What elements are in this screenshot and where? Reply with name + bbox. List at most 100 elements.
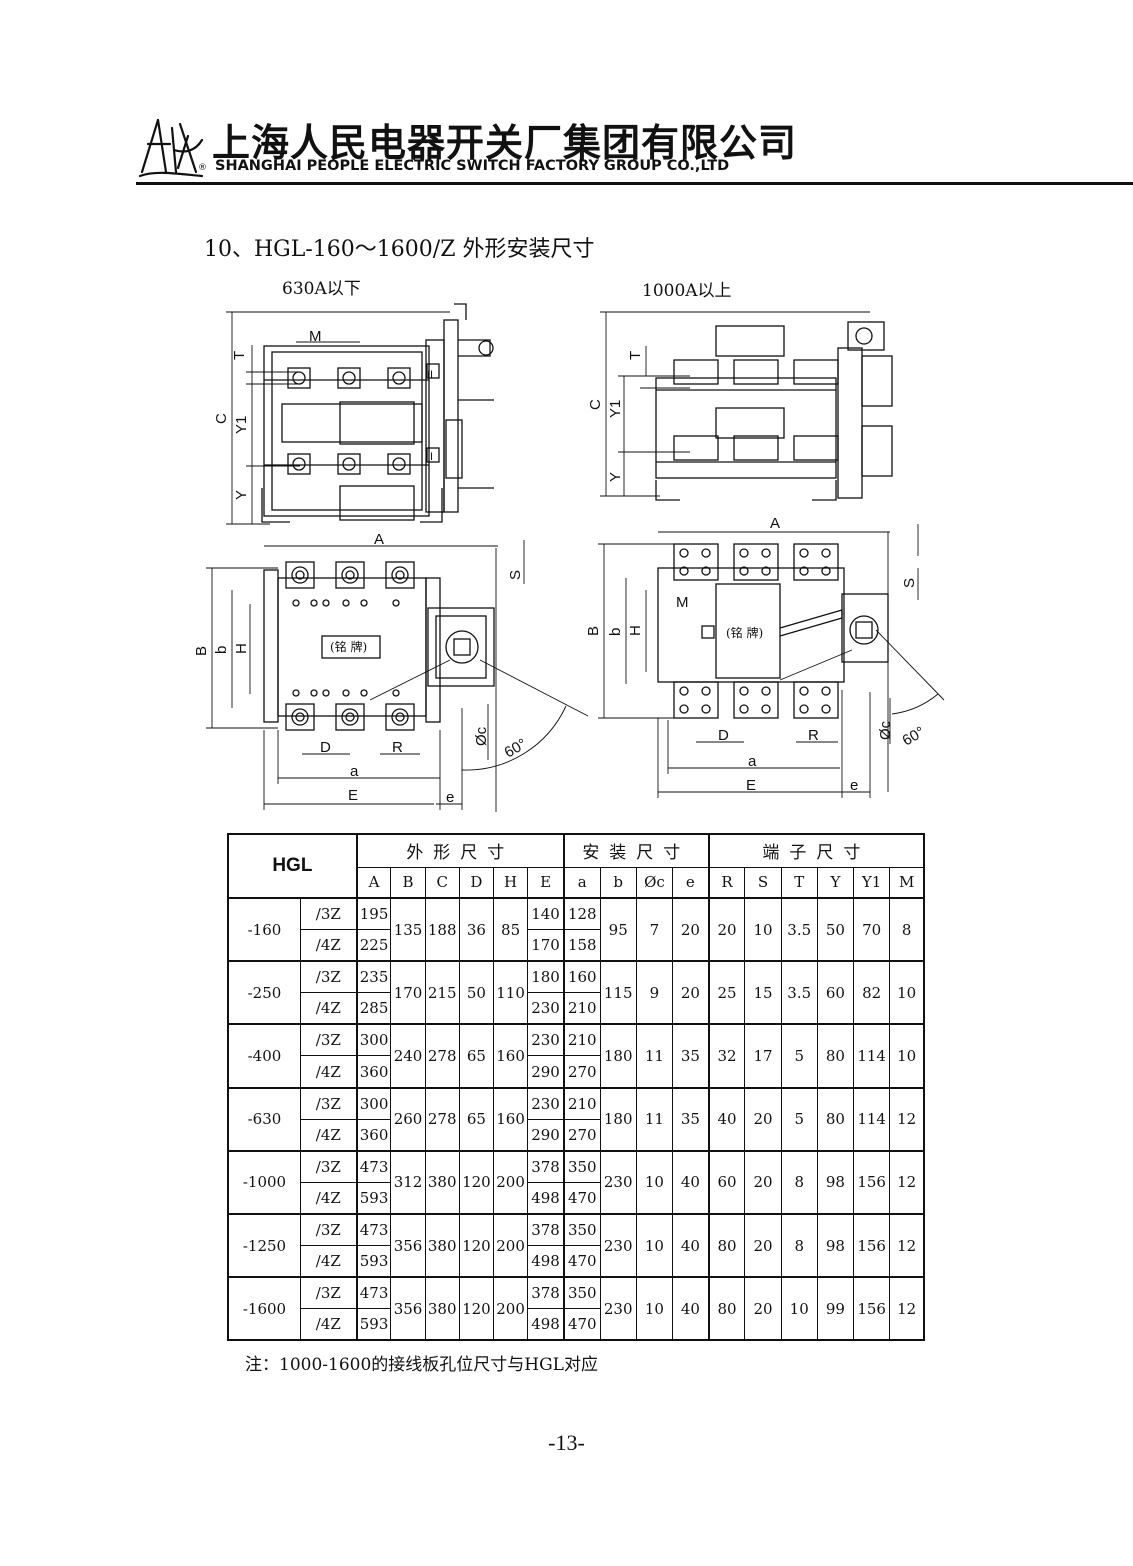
table-cell: 95 xyxy=(599,897,637,963)
table-cell: 10 xyxy=(780,1276,818,1341)
table-cell: /4Z xyxy=(299,1118,358,1152)
column-header: B xyxy=(390,866,426,899)
table-cell: /3Z xyxy=(299,1150,358,1183)
table-cell: 80 xyxy=(816,1087,855,1152)
table-cell: 170 xyxy=(527,929,565,963)
table-cell: 98 xyxy=(816,1150,855,1215)
label-e-lower-right: e xyxy=(850,777,858,794)
table-cell: 20 xyxy=(744,1150,782,1215)
column-header: D xyxy=(458,866,494,899)
table-cell: 593 xyxy=(355,1308,392,1341)
label-y-right: Y xyxy=(607,472,624,482)
label-s-left: S xyxy=(507,570,524,580)
label-s-right: S xyxy=(901,578,918,588)
table-cell: 473 xyxy=(355,1213,392,1247)
table-cell: /3Z xyxy=(299,1087,358,1120)
table-cell: 350 xyxy=(562,1276,601,1310)
table-cell: -630 xyxy=(227,1087,301,1152)
table-cell: 20 xyxy=(707,897,746,963)
table-cell: 15 xyxy=(744,960,782,1026)
section-title: 10、HGL-160～1600/Z 外形安装尺寸 xyxy=(204,237,595,262)
table-cell: 188 xyxy=(424,897,460,963)
company-name-english: SHANGHAI PEOPLE ELECTRIC SWITCH FACTORY … xyxy=(215,158,730,174)
group-outline-dimensions: 外形尺寸 xyxy=(355,833,565,868)
table-cell: /4Z xyxy=(299,1055,358,1089)
table-cell: 380 xyxy=(424,1150,460,1215)
table-cell: 230 xyxy=(527,1087,565,1120)
label-c-right: C xyxy=(587,399,604,410)
table-cell: 80 xyxy=(707,1213,746,1279)
table-cell: 20 xyxy=(744,1087,782,1152)
table-cell: 350 xyxy=(562,1213,601,1247)
table-cell: 210 xyxy=(562,1087,601,1120)
table-cell: 378 xyxy=(527,1276,565,1310)
table-cell: 10 xyxy=(889,960,925,1026)
table-cell: 360 xyxy=(355,1055,392,1089)
table-cell: 230 xyxy=(599,1150,637,1215)
label-c-left: C xyxy=(213,413,230,424)
table-cell: /4Z xyxy=(299,992,358,1026)
table-cell: 35 xyxy=(672,1023,710,1089)
table-cell: 114 xyxy=(853,1087,891,1152)
table-cell: 82 xyxy=(853,960,891,1026)
table-cell: 160 xyxy=(492,1087,529,1152)
table-cell: 170 xyxy=(390,960,426,1026)
table-cell: 195 xyxy=(355,897,392,931)
table-cell: 98 xyxy=(816,1213,855,1279)
table-cell: /3Z xyxy=(299,960,358,994)
table-cell: 36 xyxy=(458,897,494,963)
table-cell: 300 xyxy=(355,1087,392,1120)
table-cell: /3Z xyxy=(299,1213,358,1247)
caption-above-1000a: 1000A以上 xyxy=(642,281,732,301)
table-cell: -1000 xyxy=(227,1150,301,1215)
table-cell: 160 xyxy=(492,1023,529,1089)
table-cell: 156 xyxy=(853,1213,891,1279)
table-cell: -250 xyxy=(227,960,301,1026)
table-cell: 3.5 xyxy=(780,897,818,963)
table-cell: 593 xyxy=(355,1245,392,1279)
table-cell: 230 xyxy=(599,1213,637,1279)
table-cell: -400 xyxy=(227,1023,301,1089)
table-cell: 270 xyxy=(562,1118,601,1152)
table-cell: 285 xyxy=(355,992,392,1026)
table-cell: 470 xyxy=(562,1181,601,1215)
column-header: H xyxy=(492,866,529,899)
label-a-upper-left: A xyxy=(374,531,384,548)
footnote: 注：1000-1600的接线板孔位尺寸与HGL对应 xyxy=(245,1355,598,1375)
table-cell: 120 xyxy=(458,1150,494,1215)
label-y-left: Y xyxy=(233,490,250,500)
header-rule xyxy=(136,182,1133,185)
label-b-upper-right: B xyxy=(585,626,602,636)
table-cell: 360 xyxy=(355,1118,392,1152)
right-top-view xyxy=(598,524,945,798)
table-cell: 278 xyxy=(424,1023,460,1089)
table-cell: 17 xyxy=(744,1023,782,1089)
table-cell: /3Z xyxy=(299,1276,358,1310)
table-cell: 8 xyxy=(889,897,925,963)
table-cell: 593 xyxy=(355,1181,392,1215)
table-cell: 11 xyxy=(635,1023,674,1089)
table-corner-hgl: HGL xyxy=(227,833,358,899)
column-header: T xyxy=(780,866,818,899)
table-cell: 156 xyxy=(853,1276,891,1341)
column-header: a xyxy=(562,866,601,899)
caption-below-630a: 630A以下 xyxy=(282,279,361,299)
table-cell: 60 xyxy=(816,960,855,1026)
page-number: -13- xyxy=(548,1430,585,1455)
nameplate-right: (铭 牌) xyxy=(726,625,763,640)
label-e-lower-left: e xyxy=(446,789,454,806)
column-header: Y xyxy=(816,866,855,899)
column-header: R xyxy=(707,866,746,899)
table-cell: 12 xyxy=(889,1150,925,1215)
table-cell: 85 xyxy=(492,897,529,963)
table-cell: 135 xyxy=(390,897,426,963)
column-header: Øc xyxy=(635,866,674,899)
table-cell: 473 xyxy=(355,1150,392,1183)
